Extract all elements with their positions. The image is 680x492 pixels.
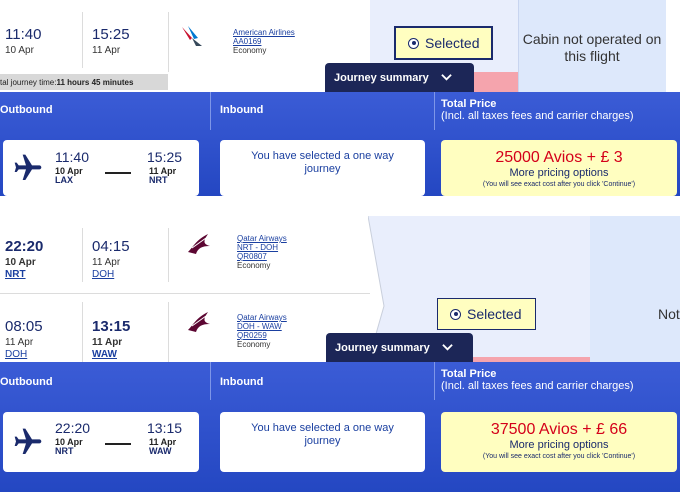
- more-pricing-options-link[interactable]: More pricing options: [509, 439, 609, 451]
- cabin-class: Economy: [233, 46, 267, 55]
- outbound-summary-card: 11:40 10 Apr LAX 15:25 11 Apr NRT: [3, 140, 199, 196]
- flight-number-link[interactable]: AA0169: [233, 37, 262, 46]
- seg1-cabin-class: Economy: [237, 261, 271, 270]
- avios-price: 37500 Avios + £ 66: [490, 421, 628, 438]
- seg1-airline-info: Qatar Airways NRT - DOH QR0807 Economy: [237, 234, 287, 270]
- radio-selected-icon: [408, 37, 419, 49]
- summary-depart-date: 10 Apr: [55, 166, 83, 176]
- selected-fare-button[interactable]: Selected: [394, 26, 493, 60]
- airplane-icon: [14, 154, 42, 180]
- seg2-arrive-time: 13:15: [92, 318, 131, 335]
- depart-time: 11:40: [5, 26, 42, 43]
- qatar-airways-logo-icon: [188, 234, 210, 254]
- american-airlines-logo-icon: [182, 26, 202, 46]
- total-journey-time: tal journey time:11 hours 45 minutes: [0, 74, 168, 90]
- more-pricing-options-link[interactable]: More pricing options: [509, 167, 609, 179]
- outbound-summary-card: 22:20 10 Apr NRT 13:15 11 Apr WAW: [3, 412, 199, 472]
- summary-depart-time: 11:40: [55, 149, 89, 165]
- selected-column-shape: [368, 216, 680, 362]
- inbound-summary-card: You have selected a one way journey: [220, 140, 425, 196]
- summary-depart-code: LAX: [55, 175, 73, 185]
- chevron-down-icon: [441, 74, 452, 81]
- seg1-arrive-airport-link[interactable]: DOH: [92, 269, 115, 280]
- outbound-header: Outbound: [0, 104, 53, 116]
- summary-arrive-date: 11 Apr: [149, 437, 177, 447]
- total-price-card: 37500 Avios + £ 66 More pricing options …: [441, 412, 677, 472]
- flight-result-panel-qr: 22:20 10 Apr NRT 04:15 11 Apr DOH Qatar …: [0, 216, 680, 492]
- inbound-header: Inbound: [220, 376, 264, 388]
- radio-selected-icon: [450, 308, 461, 320]
- seg2-arrive-airport-link[interactable]: WAW: [92, 349, 117, 360]
- avios-price: 25000 Avios + £ 3: [495, 149, 623, 166]
- total-price-subheader: (Incl. all taxes fees and carrier charge…: [441, 380, 634, 392]
- exact-cost-note: (You will see exact cost after you click…: [482, 181, 636, 188]
- seg2-depart-date: 11 Apr: [5, 337, 34, 348]
- one-way-message: You have selected a one way journey: [251, 150, 394, 175]
- summary-depart-code: NRT: [55, 446, 74, 456]
- selected-fare-button[interactable]: Selected: [437, 298, 536, 330]
- summary-arrive-date: 11 Apr: [149, 166, 177, 176]
- seg1-depart-airport-link[interactable]: NRT: [5, 269, 26, 280]
- qatar-airways-logo-icon: [188, 312, 210, 332]
- outbound-header: Outbound: [0, 376, 53, 388]
- seg1-airline-name-link[interactable]: Qatar Airways: [237, 234, 287, 243]
- seg2-depart-time: 08:05: [5, 318, 43, 335]
- journey-summary-toggle[interactable]: Journey summary: [325, 63, 474, 92]
- airplane-icon: [14, 428, 42, 454]
- seg2-cabin-class: Economy: [237, 340, 271, 349]
- flight-result-panel-aa: 11:40 10 Apr 15:25 11 Apr American Airli…: [0, 0, 680, 196]
- summary-arrive-time: 15:25: [147, 149, 183, 165]
- cabin-not-operated: Cabin not operated on this flight: [522, 31, 662, 64]
- seg1-arrive-date: 11 Apr: [92, 257, 121, 268]
- summary-depart-date: 10 Apr: [55, 437, 83, 447]
- one-way-message: You have selected a one way journey: [251, 422, 394, 447]
- total-price-header: Total Price: [441, 368, 497, 380]
- chevron-down-icon: [442, 344, 453, 351]
- seg2-arrive-date: 11 Apr: [92, 337, 123, 348]
- seg2-route-link[interactable]: DOH - WAW: [237, 322, 282, 331]
- arrive-date: 11 Apr: [92, 45, 121, 56]
- summary-arrive-code: NRT: [149, 175, 168, 185]
- unavailable-cabin-column: [518, 0, 666, 92]
- airline-info: American Airlines AA0169 Economy: [233, 28, 295, 55]
- airline-name-link[interactable]: American Airlines: [233, 28, 295, 37]
- summary-arrive-time: 13:15: [147, 420, 183, 436]
- seg1-depart-time: 22:20: [5, 238, 44, 255]
- seats-left-bar: [444, 357, 590, 362]
- summary-arrive-code: WAW: [149, 446, 172, 456]
- seg2-depart-airport-link[interactable]: DOH: [5, 349, 28, 360]
- seg2-flight-number-link[interactable]: QR0259: [237, 331, 267, 340]
- arrive-time: 15:25: [92, 26, 130, 43]
- journey-summary-toggle[interactable]: Journey summary: [326, 333, 473, 362]
- seg1-flight-number-link[interactable]: QR0807: [237, 252, 267, 261]
- total-price-card: 25000 Avios + £ 3 More pricing options (…: [441, 140, 677, 196]
- total-price-subheader: (Incl. all taxes fees and carrier charge…: [441, 110, 634, 122]
- summary-depart-time: 22:20: [55, 420, 91, 436]
- cabin-not-operated-partial: Not: [658, 306, 680, 322]
- seg2-airline-name-link[interactable]: Qatar Airways: [237, 313, 287, 322]
- seg1-route-link[interactable]: NRT - DOH: [237, 243, 279, 252]
- seg1-depart-date: 10 Apr: [5, 257, 36, 268]
- inbound-header: Inbound: [220, 104, 264, 116]
- total-price-header: Total Price: [441, 98, 497, 110]
- exact-cost-note: (You will see exact cost after you click…: [482, 453, 636, 460]
- seg2-airline-info: Qatar Airways DOH - WAW QR0259 Economy: [237, 313, 287, 349]
- inbound-summary-card: You have selected a one way journey: [220, 412, 425, 472]
- depart-date: 10 Apr: [5, 45, 34, 56]
- seg1-arrive-time: 04:15: [92, 238, 130, 255]
